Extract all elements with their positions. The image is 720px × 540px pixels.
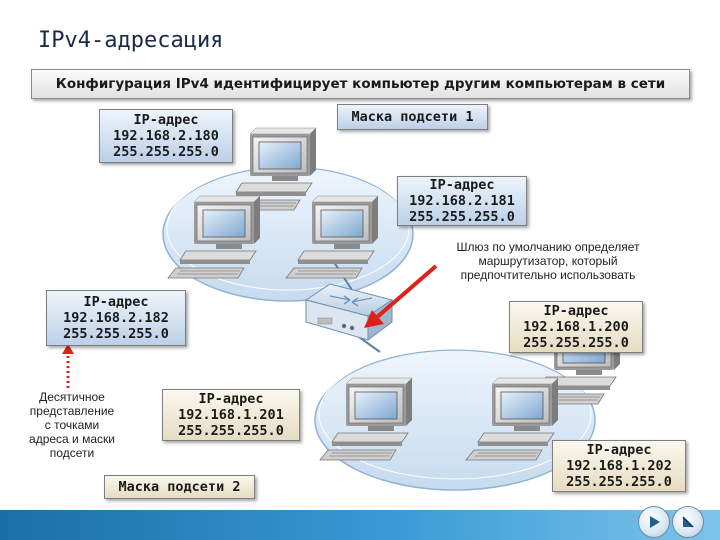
dotted-notation-arrow [62, 344, 74, 388]
host-address-box: IP-адрес 192.168.2.180 255.255.255.0 [99, 109, 233, 163]
host-address-box: IP-адрес 192.168.2.181 255.255.255.0 [397, 176, 527, 226]
subnet-mask-1-label: Маска подсети 1 [337, 104, 488, 130]
host-address-box: IP-адрес 192.168.1.201 255.255.255.0 [162, 389, 300, 441]
next-slide-button[interactable] [672, 506, 704, 538]
subnet-mask-2-label: Маска подсети 2 [104, 475, 255, 499]
play-icon [646, 514, 662, 530]
host-address-box: IP-адрес 192.168.1.200 255.255.255.0 [509, 301, 643, 353]
host-address-box: IP-адрес 192.168.2.182 255.255.255.0 [46, 290, 186, 346]
router-icon [306, 284, 392, 340]
play-button[interactable] [638, 506, 670, 538]
dotted-decimal-note: Десятичное представление с точками адрес… [22, 390, 122, 460]
next-slide-icon [680, 514, 696, 530]
gateway-note: Шлюз по умолчанию определяет маршрутизат… [430, 240, 666, 282]
footer-bar [0, 510, 720, 540]
host-address-box: IP-адрес 192.168.1.202 255.255.255.0 [552, 440, 686, 492]
